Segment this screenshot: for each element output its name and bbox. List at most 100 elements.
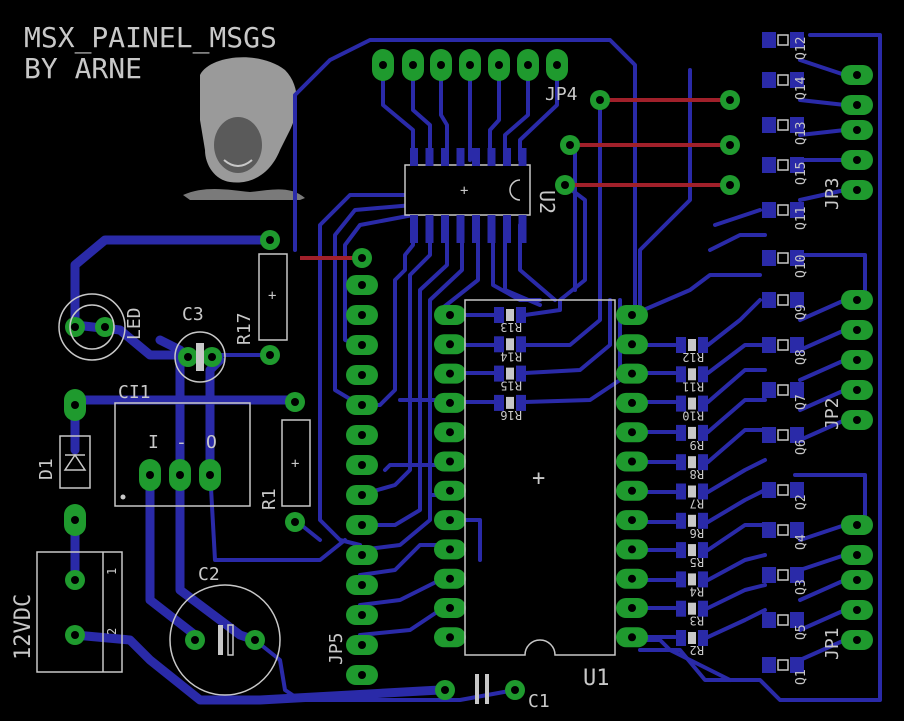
u1-left-pin-pad: [434, 480, 466, 501]
smd-led: Q14: [762, 72, 809, 100]
jp4-pin-pad: [546, 49, 568, 81]
u2-pin: [472, 215, 480, 243]
smd-led: Q3: [762, 567, 809, 595]
via-pad: [505, 680, 525, 700]
jp4-pin-pad: [517, 49, 539, 81]
d1-label: D1: [36, 458, 57, 480]
via-pad: [435, 680, 455, 700]
c3-label: C3: [182, 304, 204, 325]
jp-header-pin-pad: [841, 630, 873, 650]
jp-header-pin-pad: [841, 65, 873, 85]
u2-pin: [410, 148, 418, 166]
led-pad: [95, 317, 115, 337]
smd-resistor: R11: [676, 366, 708, 393]
jumper-wires: [300, 98, 730, 260]
smd-resistor: R15: [494, 365, 526, 393]
u1-left-pin-pad: [434, 392, 466, 413]
resistor-label: R16: [500, 408, 522, 422]
smd-resistor: R16: [494, 394, 526, 422]
power-label: 12VDC: [11, 594, 36, 660]
u1-left-pin-pad: [434, 627, 466, 648]
jp-header-pin-pad: [841, 600, 873, 620]
u1-origin-mark: +: [532, 466, 545, 491]
led-label: Q1: [794, 669, 809, 685]
led-label: Q2: [794, 494, 809, 510]
led-label: Q3: [794, 579, 809, 595]
jp-header-pin-pad: [841, 410, 873, 430]
u1-right-pin-pad: [616, 510, 648, 531]
jp-header-pin-pad: [841, 150, 873, 170]
terminal-pad: [65, 570, 85, 590]
traces: [70, 33, 882, 705]
led-component: LED: [58, 293, 145, 361]
u1-right-pin-pad: [616, 480, 648, 501]
smd-resistor: R13: [494, 307, 526, 334]
resistor-label: R3: [690, 614, 704, 628]
u2-chip: U2 +: [404, 148, 559, 243]
smd-led: Q1: [762, 657, 809, 685]
title-line2: BY ARNE: [24, 52, 142, 85]
ci1-regulator: CI1 I - O: [114, 382, 251, 507]
resistor-label: R6: [690, 526, 704, 540]
smd-resistor: R12: [676, 337, 708, 364]
u1-left-pin-pad: [434, 539, 466, 560]
via-pad: [720, 175, 740, 195]
resistor-label: R13: [500, 320, 522, 334]
c3-pad: [178, 347, 198, 367]
via-pad: [260, 345, 280, 365]
smd-led: Q12: [762, 32, 809, 60]
smd-led: Q5: [762, 612, 809, 640]
jp4-pin-pad: [488, 49, 510, 81]
u1-right-pin-pad: [616, 422, 648, 443]
smd-led: Q13: [762, 117, 809, 145]
jp5-pin-pad: [346, 485, 378, 505]
smd-led: Q10: [762, 250, 809, 278]
u1-left-pin-pad: [434, 305, 466, 325]
jp5-pin-pad: [346, 275, 378, 295]
r17-origin-mark: +: [268, 288, 276, 304]
power-terminal: 12VDC 1 2: [11, 551, 123, 673]
u1-right-pin-pad: [616, 392, 648, 413]
u1-chip: + U1: [464, 299, 616, 691]
jp1-label: JP1: [822, 627, 843, 660]
u2-origin-mark: +: [460, 183, 468, 199]
jp5-pin-pad: [346, 665, 378, 685]
via-pad: [560, 135, 580, 155]
led-label: Q11: [794, 207, 809, 230]
ci1-pin-pad: [199, 459, 221, 491]
u2-pin: [456, 215, 465, 243]
via-pad: [555, 175, 575, 195]
u1-right-pin-pad: [616, 627, 648, 648]
resistor-label: R4: [690, 584, 704, 598]
u2-pin: [503, 215, 511, 243]
r1-label: R1: [259, 488, 280, 510]
smd-led: Q11: [762, 202, 809, 230]
jp5-pin-pad: [346, 395, 378, 415]
led-label: Q8: [794, 349, 809, 365]
u2-pin: [425, 215, 434, 243]
ci1-pin-gnd-label: -: [176, 432, 187, 453]
smd-led: Q15: [762, 157, 809, 185]
smd-resistor: R2: [676, 630, 708, 657]
r17-resistor: + R17: [234, 253, 288, 345]
ci1-pin-o-label: O: [206, 432, 217, 453]
via-pad: [720, 135, 740, 155]
smd-resistor: R4: [676, 571, 708, 598]
jp5-pin-pad: [346, 365, 378, 385]
portrait-image: [183, 57, 305, 200]
led-label: Q4: [794, 534, 809, 550]
c2-label: C2: [198, 564, 220, 585]
jp5-pin-pad: [346, 635, 378, 655]
jp-header-pin-pad: [841, 570, 873, 590]
jp-header-pin-pad: [841, 95, 873, 115]
jp4-label: JP4: [545, 84, 578, 105]
via-pad: [285, 392, 305, 412]
terminal-pin2-label: 2: [105, 628, 119, 635]
led-label: Q7: [794, 394, 809, 410]
jp4-pin-pad: [459, 49, 481, 81]
jp5-top-pad: [352, 248, 372, 268]
smd-resistor: R14: [494, 336, 526, 363]
via-pad: [285, 512, 305, 532]
